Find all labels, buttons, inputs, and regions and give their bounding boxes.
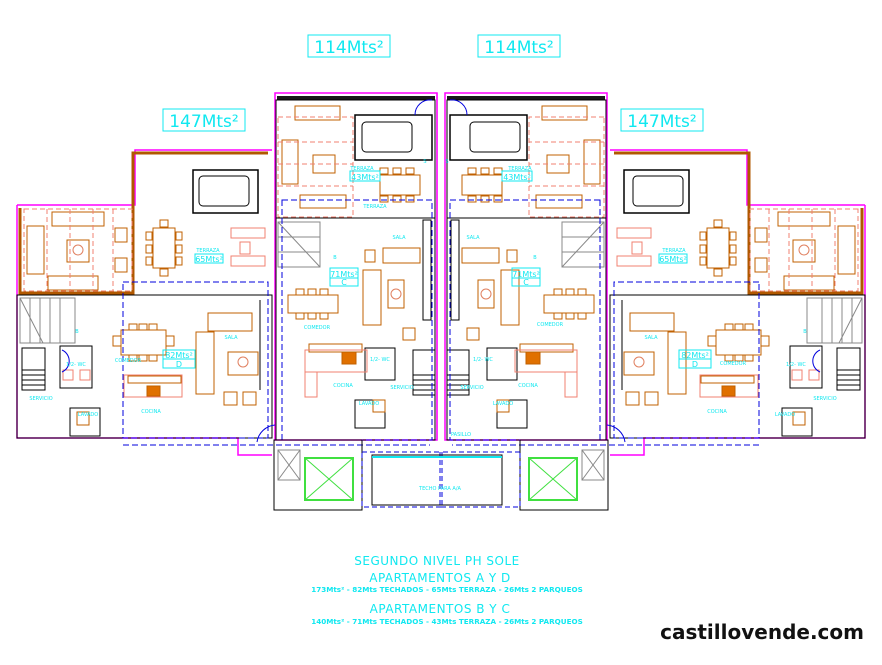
area-labels: 114Mts² 114Mts² 147Mts² 147Mts²: [162, 34, 704, 132]
legend-apt-ad-title: APARTAMENTOS A Y D: [369, 571, 511, 585]
room-label: COCINA: [141, 409, 161, 415]
room-label: LAVADO: [493, 401, 513, 407]
area-label: 147Mts²: [627, 112, 696, 132]
pool: [449, 114, 528, 161]
service-stairs: [21, 347, 436, 396]
terrace-area: 65Mts²: [195, 255, 223, 264]
room-label: SALA: [644, 335, 658, 341]
service-stairs: [446, 347, 861, 396]
unit-letter: D: [176, 360, 182, 369]
room-label: PASILLO: [451, 432, 471, 438]
lounge-chairs: [514, 227, 820, 398]
parapet: [18, 151, 268, 295]
pool: [623, 169, 690, 214]
legend-apt-ad-detail: 173Mts² - 82Mts TECHADOS - 65Mts TERRAZA…: [311, 585, 583, 594]
area-label: 147Mts²: [169, 112, 238, 132]
terrace-area: 65Mts²: [659, 255, 687, 264]
stair-label: S: [423, 159, 426, 165]
lounge-chairs: [62, 227, 368, 398]
terrace-area: 43Mts²: [503, 173, 531, 182]
unit-area: 82Mts²: [165, 351, 193, 360]
room-label: SERVICIO: [460, 385, 483, 391]
room-label: COCINA: [518, 383, 538, 389]
legend-title: SEGUNDO NIVEL PH SOLE: [354, 554, 519, 568]
unit-letter: D: [692, 360, 698, 369]
room-label: TERRAZA: [362, 204, 387, 210]
room-label: 1/2- WC: [66, 362, 86, 368]
unit-area: 71Mts²: [330, 270, 358, 279]
furniture: [461, 105, 856, 426]
room-label: TECHO PARA A/A: [418, 486, 461, 492]
stair-label: B: [333, 255, 337, 261]
room-label: LAVADO: [359, 401, 379, 407]
stair-label: B: [533, 255, 537, 261]
pool-inner: [361, 121, 413, 153]
room-labels: 65Mts² 65Mts² 82Mts² D 82Mts² D 43Mts² 4…: [29, 159, 836, 492]
stairs: [19, 221, 321, 344]
interior-walls: [486, 300, 823, 437]
room-label: TERRAZA: [195, 248, 220, 254]
plan-half: [16, 92, 443, 511]
watermark: castillovende.com: [660, 620, 864, 644]
area-label: 114Mts²: [484, 38, 553, 58]
room-label: LAVADO: [78, 412, 98, 418]
unit-letter: C: [341, 278, 347, 287]
room-label: SALA: [392, 235, 406, 241]
terrace-pergola: [528, 116, 859, 292]
room-label: COCINA: [707, 409, 727, 415]
stair-label: S: [445, 159, 448, 165]
interior-walls: [59, 300, 396, 437]
door-swings: [61, 99, 433, 443]
room-label: COMEDOR: [720, 361, 747, 367]
furniture: [26, 105, 421, 426]
room-label: SALA: [466, 235, 480, 241]
pool-inner: [469, 121, 521, 153]
stair-label: B: [75, 329, 79, 335]
stairs: [561, 221, 863, 344]
room-label: SERVICIO: [813, 396, 836, 402]
stair-label: B: [803, 329, 807, 335]
room-label: 1/2- WC: [786, 362, 806, 368]
unit-area: 82Mts²: [681, 351, 709, 360]
room-label: SERVICIO: [390, 385, 413, 391]
unit-area: 71Mts²: [512, 270, 540, 279]
room-label: 1/2- WC: [370, 357, 390, 363]
pool-inner: [198, 175, 250, 207]
room-label: COMEDOR: [537, 322, 564, 328]
core: [273, 439, 443, 511]
column: [450, 219, 460, 321]
terrace-area: 43Mts²: [351, 173, 379, 182]
legend-apt-bc-title: APARTAMENTOS B Y C: [370, 602, 511, 616]
room-label: COCINA: [333, 383, 353, 389]
room-label: TERRAZA: [349, 166, 374, 172]
room-label: SERVICIO: [29, 396, 52, 402]
room-label: TERRAZA: [507, 166, 532, 172]
area-label: 114Mts²: [314, 38, 383, 58]
parapet: [614, 151, 864, 295]
room-label: SALA: [224, 335, 238, 341]
parapet: [277, 96, 435, 100]
pool-inner: [632, 175, 684, 207]
parapet: [447, 96, 605, 100]
core: [439, 439, 609, 511]
room-label: 1/2- WC: [473, 357, 493, 363]
pool: [192, 169, 259, 214]
unit-tags: [162, 170, 712, 369]
unit-letter: C: [523, 278, 529, 287]
door-swings: [449, 99, 821, 443]
legend: SEGUNDO NIVEL PH SOLE APARTAMENTOS A Y D…: [311, 554, 583, 626]
legend-apt-bc-detail: 140Mts² - 71Mts TECHADOS - 43Mts TERRAZA…: [311, 617, 583, 626]
unit-outline: [610, 149, 866, 456]
wall: [16, 294, 273, 439]
plan-half: [439, 92, 866, 511]
room-label: COMEDOR: [304, 325, 331, 331]
room-label: LAVADO: [775, 412, 795, 418]
column: [422, 219, 432, 321]
room-label: COMEDOR: [115, 358, 142, 364]
pool: [354, 114, 433, 161]
room-label: TERRAZA: [661, 248, 686, 254]
terrace-pergola: [23, 116, 354, 292]
techo-aa: [371, 454, 503, 506]
